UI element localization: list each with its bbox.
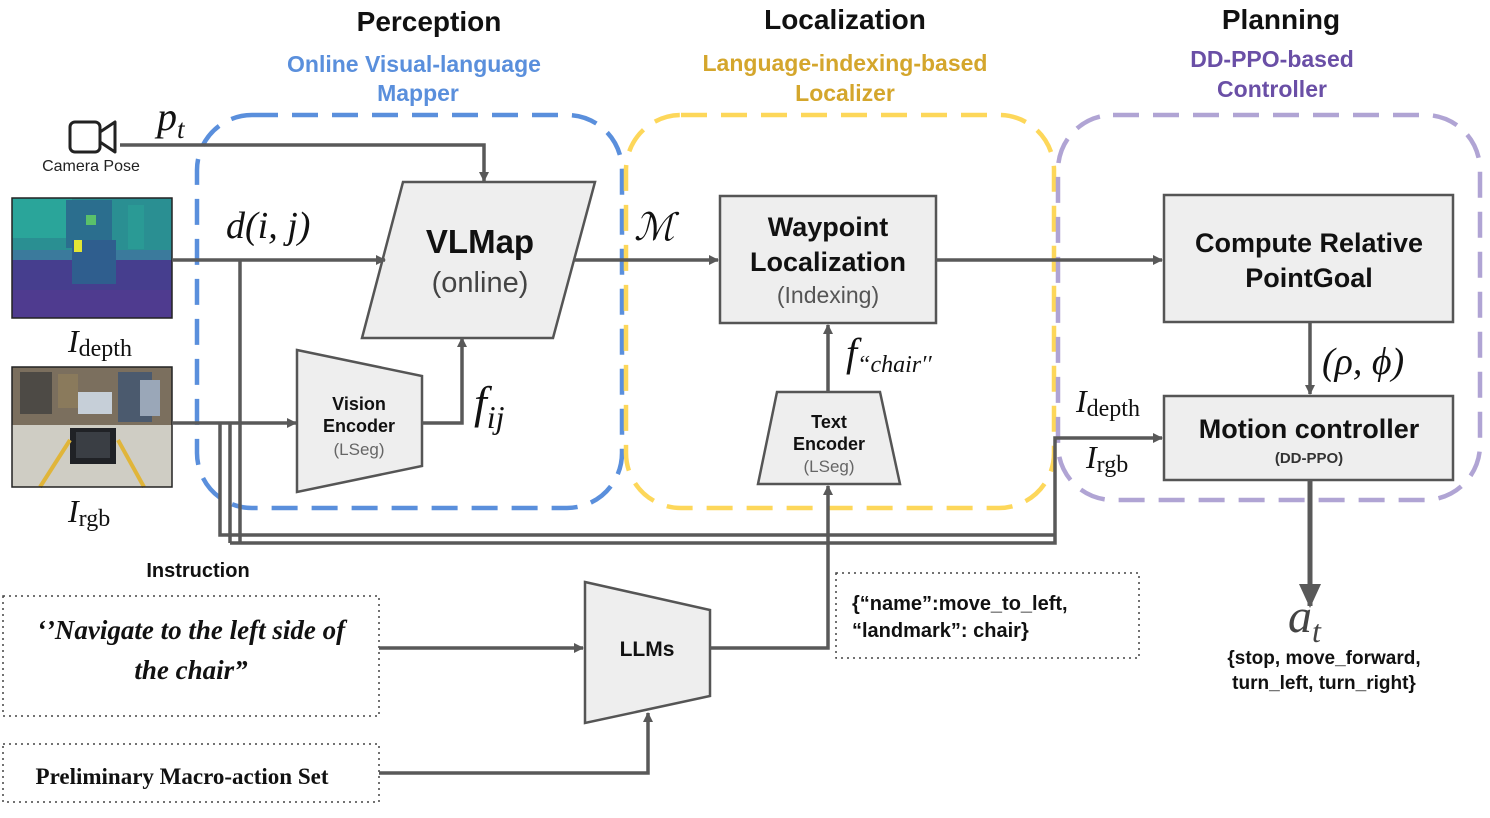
planning-subtitle-2: Controller	[1217, 76, 1327, 102]
perception-subtitle-2: Mapper	[377, 80, 459, 106]
vision-encoder-line2: Encoder	[323, 416, 395, 436]
waypoint-line2: Localization	[750, 247, 906, 277]
instruction-box	[2, 595, 380, 717]
planning-region	[1055, 112, 1483, 503]
map-label: ℳ	[634, 207, 680, 249]
localization-subtitle-1: Language-indexing-based	[703, 50, 988, 76]
vlmap-node: VLMap (online)	[360, 180, 597, 340]
planner-rgb-label: Irgb	[1085, 439, 1128, 478]
perception-title: Perception	[357, 6, 502, 37]
waypoint-sub: (Indexing)	[777, 282, 879, 308]
localization-title: Localization	[764, 4, 926, 35]
camera-icon	[68, 120, 117, 154]
vision-encoder-line1: Vision	[332, 394, 386, 414]
rgb-image	[11, 366, 173, 489]
text-encoder-sub: (LSeg)	[803, 457, 854, 476]
instruction-line1: ‘’Navigate to the left side of	[37, 615, 348, 645]
planning-title: Planning	[1222, 4, 1340, 35]
feature-label: fij	[474, 377, 505, 435]
vision-encoder-node: Vision Encoder (LSeg)	[295, 348, 424, 494]
llm-output-box	[835, 572, 1140, 659]
relative-line1: Compute Relative	[1195, 228, 1423, 258]
llms-to-text-encoder-arrow	[710, 485, 833, 650]
pose-label: pt	[154, 94, 186, 144]
vlmap-title: VLMap	[426, 223, 534, 260]
perception-region	[194, 112, 625, 511]
perception-subtitle-1: Online Visual-language	[287, 51, 541, 77]
waypoint-line1: Waypoint	[768, 212, 889, 242]
macro-to-llms-arrow	[379, 712, 653, 775]
llm-output-line1: {“name”:move_to_left,	[852, 593, 1068, 615]
llms-label: LLMs	[620, 638, 675, 661]
depth-image	[11, 197, 173, 319]
instruction-heading: Instruction	[146, 560, 249, 582]
motion-title: Motion controller	[1199, 414, 1420, 444]
llms-node: LLMs	[583, 580, 712, 725]
bus-to-motion-arrow	[230, 433, 1163, 545]
relative-pointgoal-node: Compute Relative PointGoal	[1162, 193, 1455, 324]
vision-encoder-sub: (LSeg)	[333, 440, 384, 459]
text-encoder-line2: Encoder	[793, 434, 865, 454]
action-label: at	[1288, 590, 1322, 649]
rgb-bypass-line-2	[218, 423, 1055, 537]
waypoint-node: Waypoint Localization (Indexing)	[718, 194, 938, 325]
action-set-line2: turn_left, turn_right}	[1232, 673, 1416, 694]
planning-subtitle-1: DD-PPO-based	[1190, 46, 1354, 72]
text-encoder-line1: Text	[811, 412, 847, 432]
depth-coordinate-label: d(i, j)	[226, 205, 310, 247]
macro-set-label: Preliminary Macro-action Set	[36, 764, 329, 789]
relative-line2: PointGoal	[1245, 263, 1373, 293]
polar-label: (ρ, ϕ)	[1322, 341, 1404, 383]
connectors	[120, 143, 1321, 775]
localization-subtitle-2: Localizer	[795, 80, 895, 106]
action-set-line1: {stop, move_forward,	[1227, 648, 1420, 669]
planner-depth-label: Idepth	[1075, 383, 1140, 422]
rgb-image-label: Irgb	[67, 493, 110, 532]
pose-to-vlmap-arrow	[120, 143, 489, 182]
depth-image-label: Idepth	[67, 323, 132, 362]
localization-region	[623, 112, 1057, 511]
llm-output-line2: “landmark”: chair}	[852, 620, 1029, 642]
text-encoder-node: Text Encoder (LSeg)	[756, 390, 902, 486]
text-feature-label: f“chair′′	[846, 330, 932, 378]
encoder-to-vlmap-arrow	[422, 337, 467, 425]
vlmap-sub: (online)	[432, 267, 529, 299]
motion-sub: (DD-PPO)	[1275, 450, 1343, 467]
macro-set-box	[2, 743, 380, 803]
camera-pose-label: Camera Pose	[42, 158, 140, 175]
instruction-line2: the chair”	[134, 655, 248, 685]
motion-controller-node: Motion controller (DD-PPO)	[1162, 394, 1455, 482]
